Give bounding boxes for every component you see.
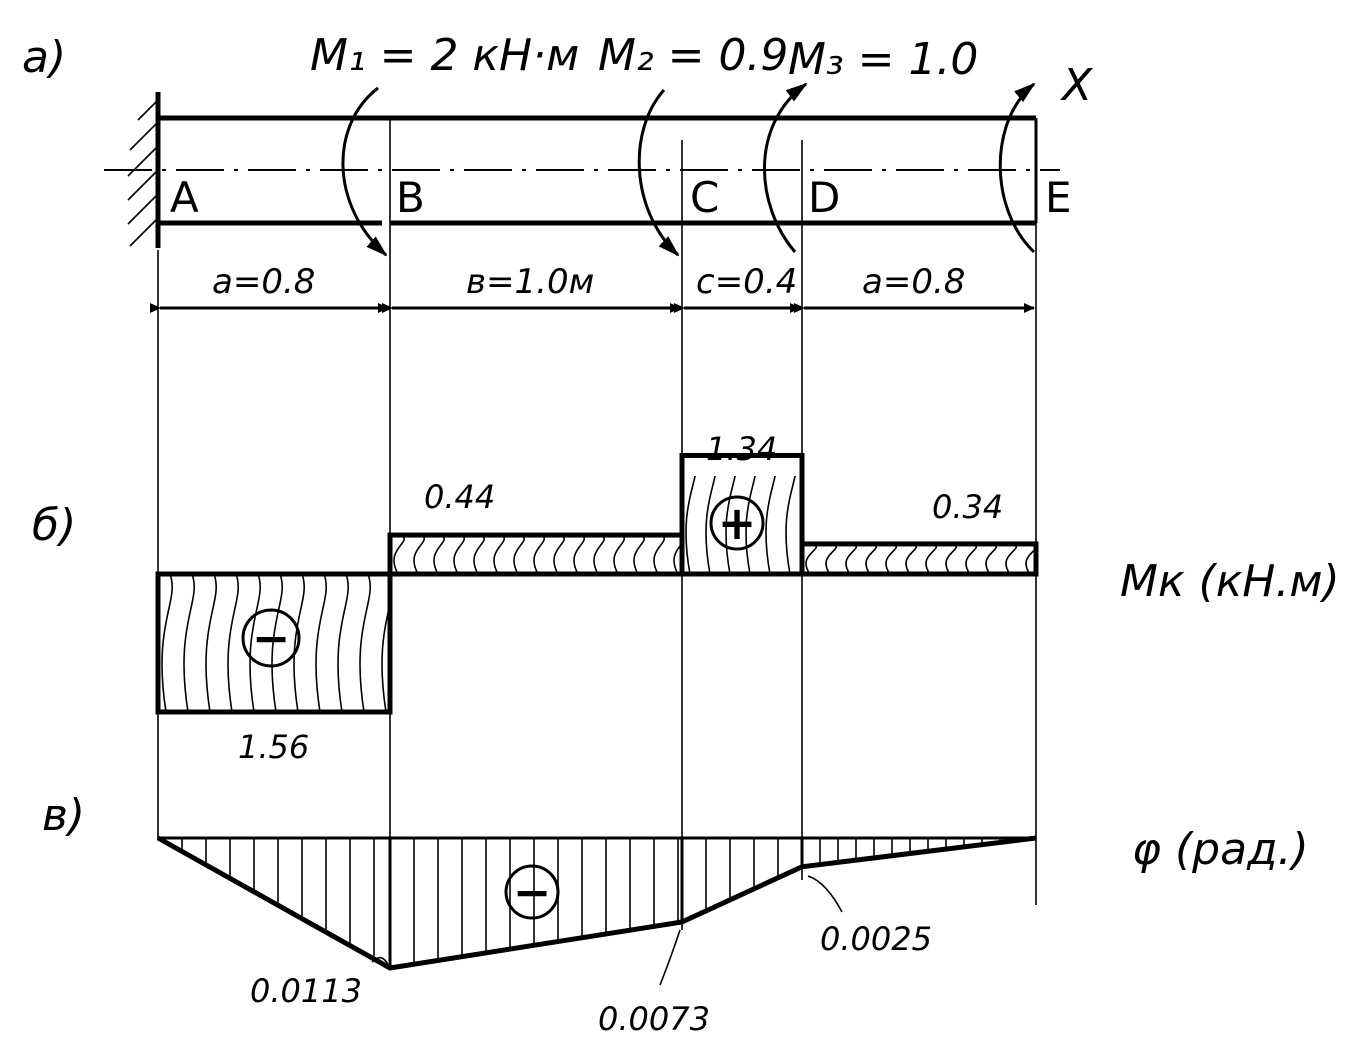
torque-bar-de — [799, 541, 1039, 577]
torque-hatch-ab — [161, 573, 390, 713]
shaft — [104, 115, 1060, 226]
point-c-label: C — [690, 173, 719, 222]
moment-m1-arrow — [341, 86, 388, 257]
torque-hatch-de — [805, 543, 1036, 574]
angle-hatch-bc — [413, 838, 679, 965]
dim-cd-label: c=0.4 — [696, 262, 797, 302]
torque-hatch-bc — [393, 534, 682, 574]
point-b-label: B — [396, 173, 425, 222]
moment-m3-arrow — [763, 82, 808, 253]
svg-text:−: − — [513, 865, 552, 919]
angle-hatch-de — [819, 838, 1019, 865]
panel-a-label: а) — [22, 32, 66, 83]
point-e-label: E — [1045, 173, 1072, 222]
torque-value-bc: 0.44 — [424, 478, 495, 516]
dim-ab-label: a=0.8 — [212, 262, 315, 302]
angle-value-b: 0.0113 — [250, 972, 362, 1010]
moment-m2-arrow — [637, 88, 680, 257]
svg-text:−: − — [252, 611, 291, 665]
moment-m1-label: M₁ = 2 кН·м — [310, 30, 579, 81]
torque-bar-cd — [679, 452, 805, 577]
torque-minus-sign: − — [241, 608, 301, 668]
dim-bc-label: в=1.0м — [466, 262, 594, 302]
angle-value-c-leader — [659, 929, 681, 986]
moment-x-arrow — [998, 82, 1036, 254]
point-d-label: D — [808, 173, 840, 222]
angle-value-c: 0.0073 — [598, 1000, 710, 1038]
svg-text:+: + — [718, 496, 757, 550]
angle-value-d-leader — [807, 875, 843, 913]
moment-m3-label: M₃ = 1.0 — [788, 34, 978, 85]
torque-axis-label: Mк (кН.м) — [1120, 556, 1340, 607]
panel-v-label: в) — [42, 790, 85, 841]
angle-value-d: 0.0025 — [820, 920, 932, 958]
angle-hatch-ab — [181, 838, 375, 960]
torque-hatch-cd — [685, 476, 796, 574]
dim-de-label: a=0.8 — [862, 262, 965, 302]
angle-axis-label: φ (рад.) — [1132, 824, 1309, 875]
moment-m2-label: M₂ = 0.9 — [598, 30, 788, 81]
torque-diagram — [155, 452, 1039, 715]
angle-minus-sign: − — [504, 864, 560, 920]
angle-diagram — [156, 835, 1037, 971]
axis-x-label: X — [1060, 60, 1093, 111]
panel-b-label: б) — [32, 500, 76, 551]
torque-value-cd: 1.34 — [706, 430, 777, 468]
torque-value-ab: 1.56 — [238, 728, 309, 766]
angle-hatch-cd — [705, 838, 779, 911]
angle-value-b-leader — [371, 956, 389, 966]
torque-bar-ab — [155, 571, 393, 715]
point-a-label: A — [170, 173, 199, 222]
torque-plus-sign: + — [709, 495, 765, 551]
torque-value-de: 0.34 — [932, 488, 1003, 526]
